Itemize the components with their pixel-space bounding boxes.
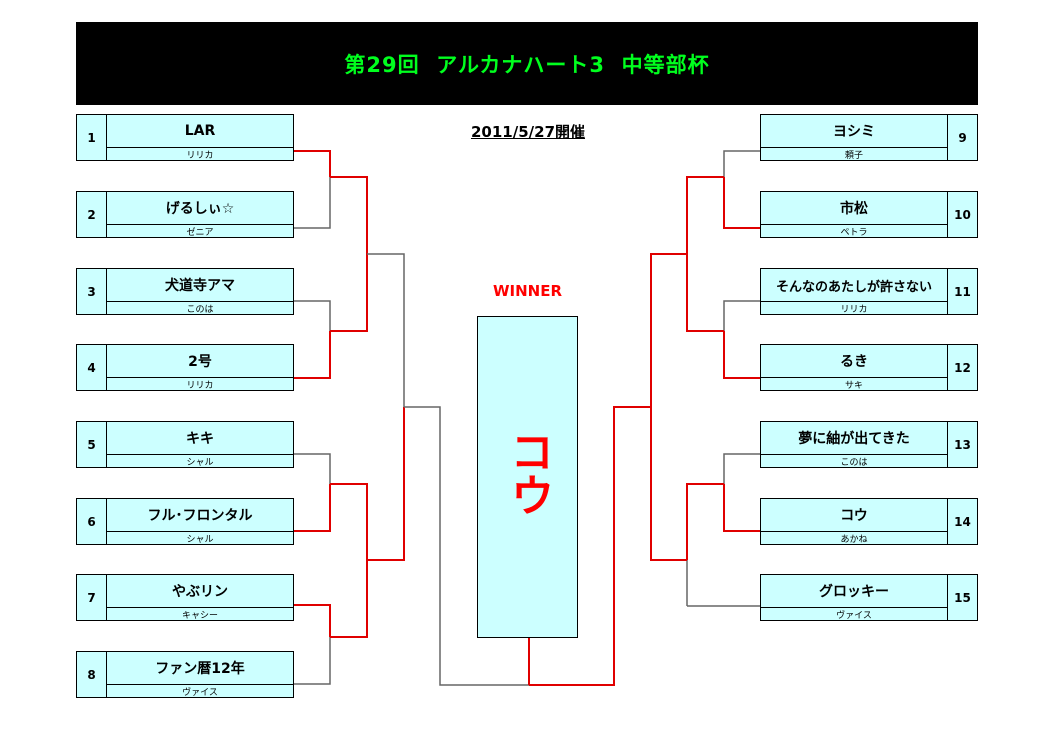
entry-player: キャシー xyxy=(107,607,293,621)
entry-name: LAR xyxy=(184,123,216,139)
entry-player: あかね xyxy=(761,531,947,545)
seed-number: 6 xyxy=(77,499,107,544)
seed-number: 13 xyxy=(947,422,977,467)
entry-name: キキ xyxy=(186,431,214,447)
entry-name: フル･フロンタル xyxy=(147,508,253,524)
entry-name: ファン暦12年 xyxy=(155,661,245,677)
entry-player: シャル xyxy=(107,531,293,545)
entry-name: げるしぃ☆ xyxy=(165,201,235,217)
entry-seed-12: るき サキ 12 xyxy=(760,344,978,391)
entry-seed-4: 4 2号 リリカ xyxy=(76,344,294,391)
entry-name: るき xyxy=(840,354,868,370)
winner-label: WINNER xyxy=(492,282,563,300)
entry-player: このは xyxy=(761,454,947,468)
entry-name: そんなのあたしが許さない xyxy=(775,279,932,295)
entry-player: ヴァイス xyxy=(107,684,293,698)
entry-seed-13: 夢に紬が出てきた このは 13 xyxy=(760,421,978,468)
entry-seed-2: 2 げるしぃ☆ ゼニア xyxy=(76,191,294,238)
seed-number: 5 xyxy=(77,422,107,467)
entry-player: リリカ xyxy=(107,377,293,391)
entry-player: このは xyxy=(107,301,293,315)
seed-number: 12 xyxy=(947,345,977,390)
entry-player: リリカ xyxy=(761,301,947,315)
entry-name: コウ xyxy=(840,508,868,524)
entry-seed-11: そんなのあたしが許さない リリカ 11 xyxy=(760,268,978,315)
entry-name: 犬道寺アマ xyxy=(165,278,235,294)
entry-name: ヨシミ xyxy=(833,124,875,140)
seed-number: 7 xyxy=(77,575,107,620)
entry-seed-14: コウ あかね 14 xyxy=(760,498,978,545)
seed-number: 14 xyxy=(947,499,977,544)
entry-seed-7: 7 やぶリン キャシー xyxy=(76,574,294,621)
entry-player: 頼子 xyxy=(761,147,947,161)
entry-seed-9: ヨシミ 頼子 9 xyxy=(760,114,978,161)
seed-number: 8 xyxy=(77,652,107,697)
entry-seed-1: 1 LAR リリカ xyxy=(76,114,294,161)
seed-number: 10 xyxy=(947,192,977,237)
seed-number: 4 xyxy=(77,345,107,390)
entry-seed-8: 8 ファン暦12年 ヴァイス xyxy=(76,651,294,698)
entry-player: シャル xyxy=(107,454,293,468)
seed-number: 15 xyxy=(947,575,977,620)
entry-seed-10: 市松 ペトラ 10 xyxy=(760,191,978,238)
title-banner: 第29回 アルカナハート3 中等部杯 xyxy=(76,22,978,105)
seed-number: 3 xyxy=(77,269,107,314)
entry-seed-15: グロッキー ヴァイス 15 xyxy=(760,574,978,621)
entry-name: 市松 xyxy=(840,201,868,217)
entry-name: やぶリン xyxy=(172,584,228,600)
entry-seed-5: 5 キキ シャル xyxy=(76,421,294,468)
event-date: 2011/5/27開催 xyxy=(470,123,586,141)
entry-name: 夢に紬が出てきた xyxy=(798,431,910,447)
winner-name: コウ xyxy=(502,429,554,517)
seed-number: 9 xyxy=(947,115,977,160)
seed-number: 11 xyxy=(947,269,977,314)
tournament-title: 第29回 アルカナハート3 中等部杯 xyxy=(344,52,710,77)
entry-player: ペトラ xyxy=(761,224,947,238)
entry-player: ヴァイス xyxy=(761,607,947,621)
entry-name: グロッキー xyxy=(819,584,889,600)
seed-number: 2 xyxy=(77,192,107,237)
entry-seed-6: 6 フル･フロンタル シャル xyxy=(76,498,294,545)
entry-player: リリカ xyxy=(107,147,293,161)
entry-seed-3: 3 犬道寺アマ このは xyxy=(76,268,294,315)
seed-number: 1 xyxy=(77,115,107,160)
entry-player: サキ xyxy=(761,377,947,391)
entry-player: ゼニア xyxy=(107,224,293,238)
entry-name: 2号 xyxy=(188,354,212,370)
winner-box: コウ xyxy=(477,316,578,638)
